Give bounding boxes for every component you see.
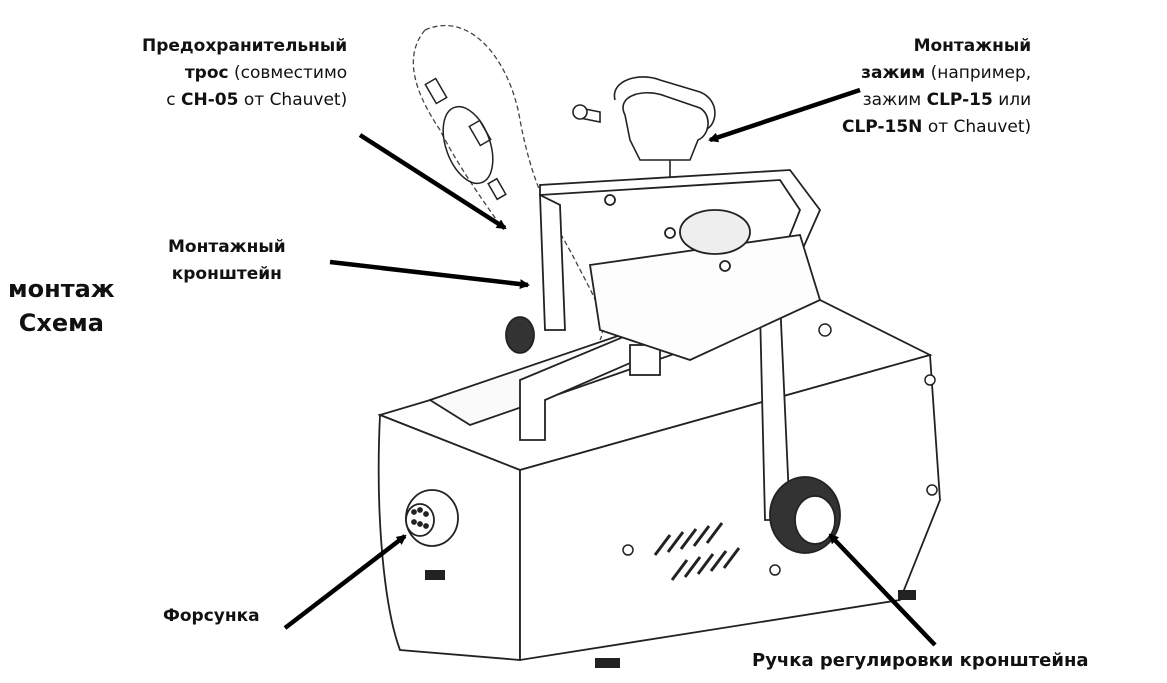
vent-slots — [653, 522, 741, 581]
mounting-clamp — [572, 76, 716, 185]
machine-feet — [425, 570, 916, 668]
mounting-clamp-label: Монтажный зажим (например, зажим CLP-15 … — [842, 36, 1032, 137]
screws — [622, 323, 938, 576]
arrow-safety-cable — [358, 133, 507, 230]
callout-arrows — [283, 87, 937, 647]
arrow-mounting-clamp — [708, 87, 861, 143]
mounting-bracket-label: Монтажный кронштейн — [168, 237, 286, 284]
safety-cable-links — [424, 77, 507, 201]
mounting-bracket — [539, 169, 822, 521]
arrow-bracket-knob — [828, 533, 937, 647]
arrow-mounting-bracket — [329, 259, 530, 290]
safety-cable — [412, 24, 604, 341]
nozzle-label: Форсунка — [163, 606, 260, 626]
diagram-title: монтаж Схема — [8, 275, 115, 337]
arrow-nozzle — [283, 534, 407, 630]
nozzle-part — [405, 489, 459, 547]
bracket-knob-part — [505, 316, 841, 554]
bracket-knob-label: Ручка регулировки кронштейна — [752, 650, 1089, 671]
safety-cable-label: Предохранительный трос (совместимо с CH-… — [142, 36, 348, 110]
